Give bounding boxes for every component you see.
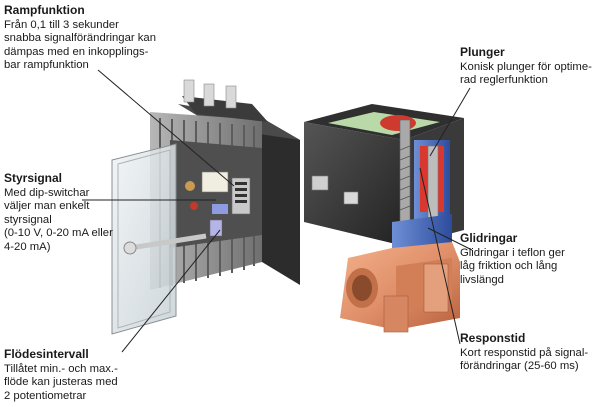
leader-line-flodesintervall xyxy=(121,229,221,353)
label-styrsignal-title: Styrsignal xyxy=(4,171,63,185)
label-rampfunktion: Rampfunktion Från 0,1 till 3 sekunder sn… xyxy=(4,3,156,73)
label-styrsignal-text: Med dip-switchar väljer man enkelt styrs… xyxy=(4,186,113,253)
label-rampfunktion-title: Rampfunktion xyxy=(4,3,85,17)
label-rampfunktion-text: Från 0,1 till 3 sekunder snabba signalfö… xyxy=(4,18,156,72)
label-responstid: Responstid Kort responstid på signal- fö… xyxy=(460,331,589,374)
label-styrsignal: Styrsignal Med dip-switchar väljer man e… xyxy=(4,171,113,255)
label-responstid-title: Responstid xyxy=(460,331,526,345)
leader-line-plunger xyxy=(429,87,471,157)
electronics-module xyxy=(111,79,300,335)
label-plunger-text: Konisk plunger för optime- rad reglerfun… xyxy=(460,60,592,87)
leader-line-responstid xyxy=(419,167,461,345)
leader-lines xyxy=(82,69,473,353)
label-responstid-text: Kort responstid på signal- förändringar … xyxy=(460,346,589,373)
label-plunger: Plunger Konisk plunger för optime- rad r… xyxy=(460,45,592,88)
label-glidringar: Glidringar Glidringar i teflon ger låg f… xyxy=(460,231,565,287)
solenoid-module xyxy=(304,104,464,333)
label-plunger-title: Plunger xyxy=(460,45,505,59)
leader-line-glidringar xyxy=(427,227,473,251)
label-glidringar-text: Glidringar i teflon ger låg friktion och… xyxy=(460,246,565,286)
label-glidringar-title: Glidringar xyxy=(460,231,518,245)
label-flodesintervall-title: Flödesintervall xyxy=(4,347,89,361)
label-flodesintervall: Flödesintervall Tillåtet min.- och max.-… xyxy=(4,347,118,403)
label-flodesintervall-text: Tillåtet min.- och max.- flöde kan juste… xyxy=(4,362,118,402)
leader-line-rampfunktion xyxy=(97,69,235,187)
